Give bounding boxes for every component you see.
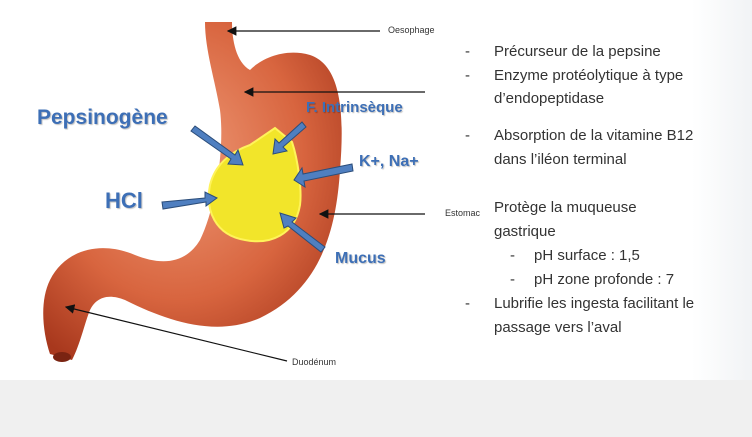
label-estomac: Estomac [445, 208, 481, 218]
leader-lines [64, 26, 425, 362]
note-line: passage vers l’aval [494, 319, 622, 336]
label-pepsinogene: Pepsinogène [37, 106, 168, 129]
secretion-arrows [161, 121, 354, 253]
note-line: Protège la muqueuse [494, 199, 637, 216]
duodenum-opening [53, 352, 71, 362]
label-oesophage: Oesophage [388, 25, 435, 35]
note-line: pH surface : 1,5 [534, 247, 640, 264]
bullet: - [465, 295, 470, 312]
label-facteur-intrinseque: F. Intrinsèque [306, 99, 403, 116]
arrow-ions [293, 163, 354, 189]
bullet: - [510, 271, 515, 288]
bullet: - [465, 67, 470, 84]
label-duodenum: Duodénum [292, 357, 337, 367]
leader-duodenum [64, 304, 288, 362]
note-line: Précurseur de la pepsine [494, 43, 661, 60]
label-ions: K+, Na+ [359, 153, 419, 170]
label-mucus: Mucus [335, 250, 386, 267]
slide-footer-band [0, 380, 752, 437]
bullet: - [465, 43, 470, 60]
arrow-pepsinogene [190, 125, 244, 166]
note-line: d’endopeptidase [494, 90, 605, 107]
note-line: Enzyme protéolytique à type [494, 67, 684, 84]
stomach-shape [43, 22, 342, 360]
arrow-hcl [161, 191, 218, 210]
note-line: gastrique [494, 223, 556, 240]
bullet: - [465, 127, 470, 144]
arrow-facteur-intrinseque [272, 121, 307, 155]
label-hcl: HCl [105, 188, 143, 213]
bullet: - [510, 247, 515, 264]
note-line: Absorption de la vitamine B12 [494, 127, 694, 144]
note-line: Lubrifie les ingesta facilitant le [494, 295, 695, 312]
note-line: dans l’iléon terminal [494, 151, 627, 168]
note-line: pH zone profonde : 7 [534, 271, 675, 288]
arrow-mucus [279, 212, 326, 253]
